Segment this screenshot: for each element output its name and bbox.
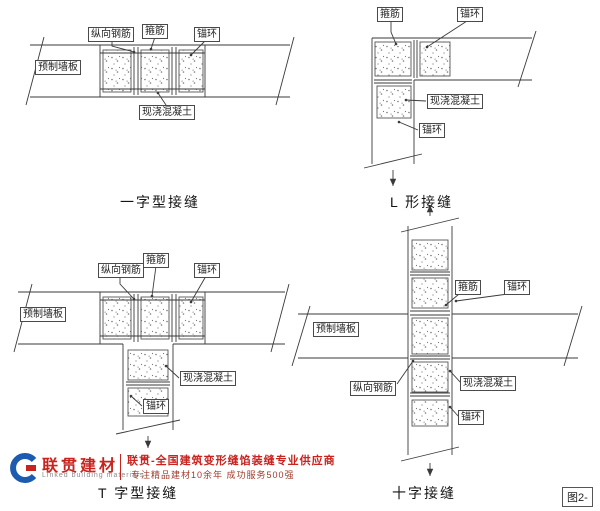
label-stirrup: 箍筋 [142, 24, 168, 39]
brand-name-english: Linked building materials [42, 472, 145, 479]
label-cast-in-place-concrete: 现浇混凝土 [139, 105, 195, 120]
label-cast-in-place-concrete: 现浇混凝土 [180, 371, 236, 386]
label-stirrup: 箍筋 [143, 253, 169, 268]
label-longitudinal-rebar: 纵向钢筋 [88, 27, 134, 42]
label-stirrup: 箍筋 [377, 7, 403, 22]
label-anchor-ring: 锚环 [457, 7, 483, 22]
label-longitudinal-rebar: 纵向钢筋 [350, 381, 396, 396]
caption-cross-joint: 十字接缝 [392, 485, 456, 501]
caption-t-joint: T 字型接缝 [98, 485, 179, 501]
label-precast-panel: 预制墙板 [20, 307, 66, 322]
label-anchor-ring: 锚环 [504, 280, 530, 295]
label-cast-in-place-concrete: 现浇混凝土 [427, 94, 483, 109]
l-joint-drawing [363, 20, 537, 186]
label-precast-panel: 预制墙板 [35, 60, 81, 75]
label-cast-in-place-concrete: 现浇混凝土 [460, 376, 516, 391]
brand-tagline: 专注精品建材10余年 成功服务500强 [131, 470, 295, 480]
cross-joint-drawing [291, 205, 583, 476]
label-precast-panel: 预制墙板 [313, 322, 359, 337]
brand-divider [120, 454, 121, 480]
figure-number-label: 图2- [562, 487, 593, 507]
t-joint-drawing [13, 265, 290, 448]
label-anchor-ring: 锚环 [194, 27, 220, 42]
label-longitudinal-rebar: 纵向钢筋 [98, 263, 144, 278]
label-anchor-ring: 锚环 [143, 399, 169, 414]
brand-slogan: 联贯-全国建筑变形缝馅装缝专业供应商 [127, 455, 336, 467]
label-anchor-ring: 锚环 [194, 263, 220, 278]
straight-joint-drawing [25, 36, 295, 106]
label-anchor-ring: 锚环 [458, 410, 484, 425]
caption-l-joint: L 形接缝 [390, 194, 454, 210]
brand-logo-icon [10, 453, 37, 483]
label-anchor-ring: 锚环 [419, 123, 445, 138]
brand-name: 联贯建材 [42, 458, 119, 475]
caption-straight-joint: 一字型接缝 [120, 194, 200, 210]
label-stirrup: 箍筋 [455, 280, 481, 295]
